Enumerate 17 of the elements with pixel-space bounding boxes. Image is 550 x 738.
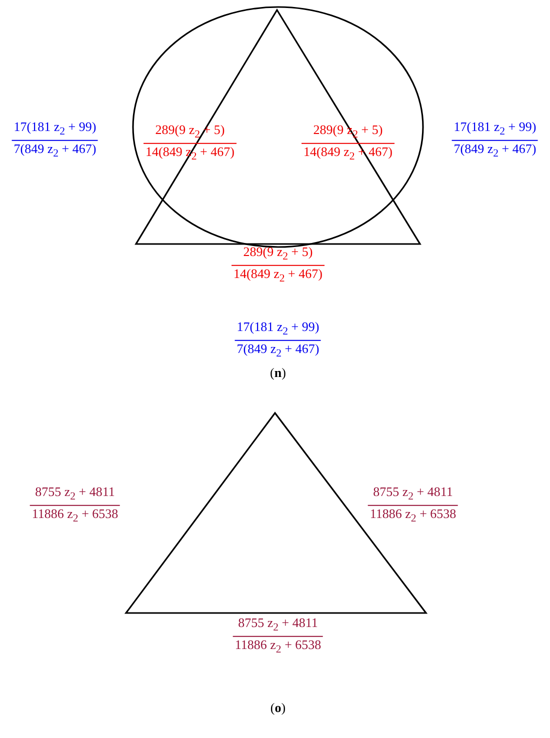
- fraction-numerator: 8755 z$_{2}$ + 4811: [34, 484, 116, 504]
- fraction-denominator: 14(849 z$_{2}$ + 467): [144, 142, 236, 164]
- fraction-numerator: 8755 z$_{2}$ + 4811: [237, 614, 319, 636]
- fraction-numerator: 17(181 z$_{2}$ + 99): [236, 318, 320, 340]
- fraction-denominator: 14(849 z$_{2}$ + 467): [232, 264, 324, 286]
- fraction-numerator: 8755 z$_{2}$ + 4811: [372, 484, 454, 504]
- fraction-denominator: 7(849 z$_{2}$ + 467): [452, 140, 538, 162]
- fraction-numerator: 17(181 z$_{2}$ + 99): [12, 118, 98, 140]
- fraction-denominator: 11886 z$_{2}$ + 6538: [232, 636, 324, 658]
- fraction-numerator: 289(9 z$_{2}$ + 5): [242, 244, 314, 264]
- fraction-numerator: 17(181 z$_{2}$ + 99): [452, 118, 538, 140]
- fraction-denominator: 11886 z$_{2}$ + 6538: [368, 504, 458, 526]
- fraction-denominator: 7(849 z$_{2}$ + 467): [12, 140, 98, 162]
- panel-caption: (o): [270, 700, 286, 716]
- fraction-denominator: 7(849 z$_{2}$ + 467): [234, 340, 322, 362]
- panel-caption: (n): [270, 365, 286, 381]
- fraction-denominator: 11886 z$_{2}$ + 6538: [30, 504, 120, 526]
